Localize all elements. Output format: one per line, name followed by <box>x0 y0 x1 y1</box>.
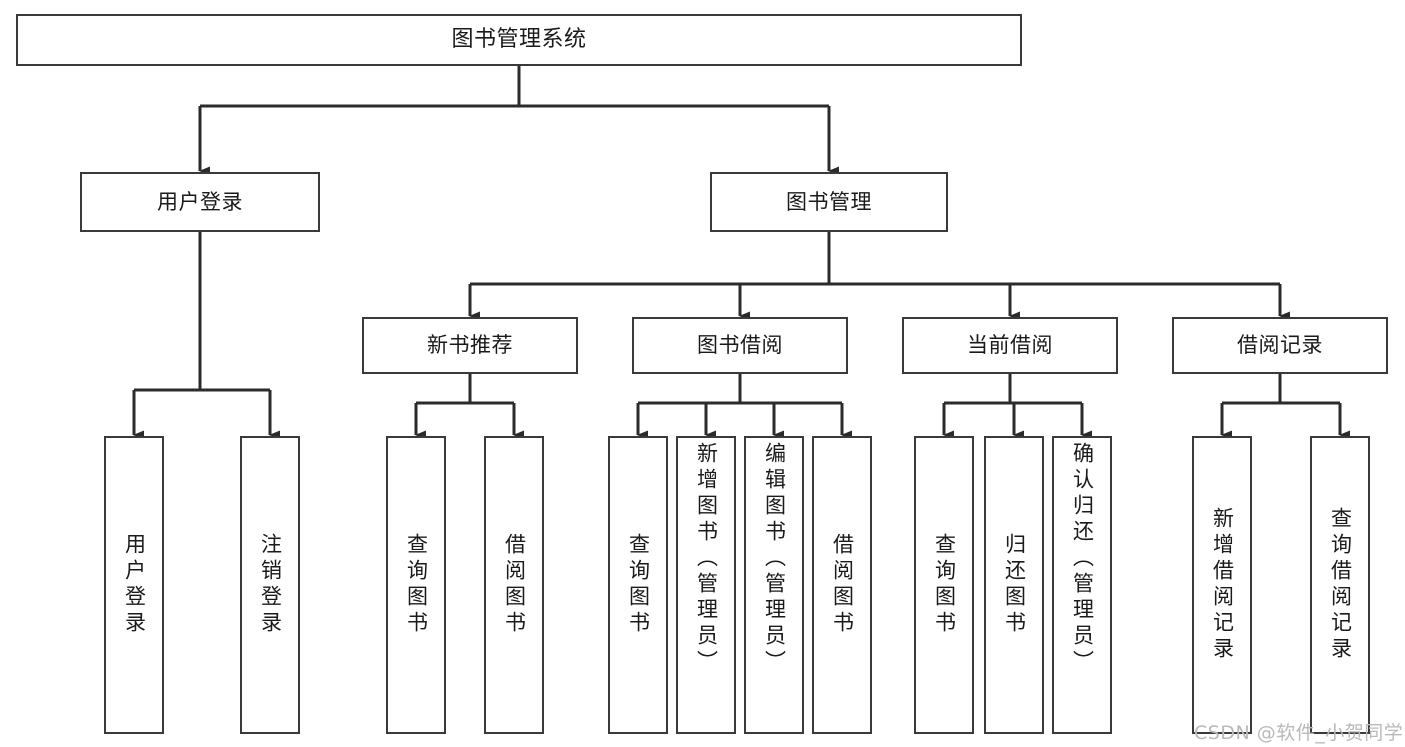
node-user-login[interactable]: 用户登录 <box>80 172 320 232</box>
node-book-borrow[interactable]: 图书借阅 <box>632 317 848 374</box>
node-label-leaf-query-book-2: 查询图书 <box>626 533 651 637</box>
node-root[interactable]: 图书管理系统 <box>16 14 1022 66</box>
node-label-leaf-user-logout: 注销登录 <box>258 533 283 637</box>
node-label-leaf-borrow-book-2: 借阅图书 <box>830 533 855 637</box>
node-label-leaf-borrow-book-1: 借阅图书 <box>502 533 527 637</box>
node-leaf-add-borrow-record[interactable]: 新增借阅记录 <box>1192 436 1252 734</box>
node-current-borrow[interactable]: 当前借阅 <box>902 317 1118 374</box>
node-leaf-query-borrow-record[interactable]: 查询借阅记录 <box>1310 436 1370 734</box>
node-leaf-confirm-return-admin[interactable]: 确认归还（管理员） <box>1052 436 1112 734</box>
node-label-leaf-edit-book-admin: 编辑图书（管理员） <box>762 442 787 676</box>
node-label-borrow-record: 借阅记录 <box>1237 333 1323 358</box>
node-label-book-borrow: 图书借阅 <box>697 333 783 358</box>
node-label-root: 图书管理系统 <box>451 27 587 53</box>
node-label-leaf-query-borrow-record: 查询借阅记录 <box>1328 507 1353 663</box>
node-label-leaf-user-login: 用户登录 <box>122 533 147 637</box>
node-leaf-borrow-book-1[interactable]: 借阅图书 <box>484 436 544 734</box>
node-borrow-record[interactable]: 借阅记录 <box>1172 317 1388 374</box>
node-label-user-login: 用户登录 <box>157 189 243 214</box>
node-label-leaf-return-book: 归还图书 <box>1002 533 1027 637</box>
node-label-leaf-query-book-1: 查询图书 <box>404 533 429 637</box>
node-label-book-manage: 图书管理 <box>786 189 872 214</box>
node-label-leaf-confirm-return-admin: 确认归还（管理员） <box>1070 442 1095 676</box>
node-label-leaf-add-borrow-record: 新增借阅记录 <box>1210 507 1235 663</box>
node-leaf-user-login[interactable]: 用户登录 <box>104 436 164 734</box>
node-leaf-query-book-3[interactable]: 查询图书 <box>914 436 974 734</box>
node-leaf-edit-book-admin[interactable]: 编辑图书（管理员） <box>744 436 804 734</box>
node-leaf-user-logout[interactable]: 注销登录 <box>240 436 300 734</box>
node-new-book-recommend[interactable]: 新书推荐 <box>362 317 578 374</box>
node-label-new-book-recommend: 新书推荐 <box>427 333 513 358</box>
node-book-manage[interactable]: 图书管理 <box>710 172 948 232</box>
node-leaf-query-book-1[interactable]: 查询图书 <box>386 436 446 734</box>
node-leaf-add-book-admin[interactable]: 新增图书（管理员） <box>676 436 736 734</box>
node-label-current-borrow: 当前借阅 <box>967 333 1053 358</box>
node-leaf-query-book-2[interactable]: 查询图书 <box>608 436 668 734</box>
node-label-leaf-query-book-3: 查询图书 <box>932 533 957 637</box>
node-leaf-borrow-book-2[interactable]: 借阅图书 <box>812 436 872 734</box>
node-label-leaf-add-book-admin: 新增图书（管理员） <box>694 442 719 676</box>
csdn-watermark: CSDN @软件_小贺同学 <box>1194 722 1404 744</box>
node-leaf-return-book[interactable]: 归还图书 <box>984 436 1044 734</box>
